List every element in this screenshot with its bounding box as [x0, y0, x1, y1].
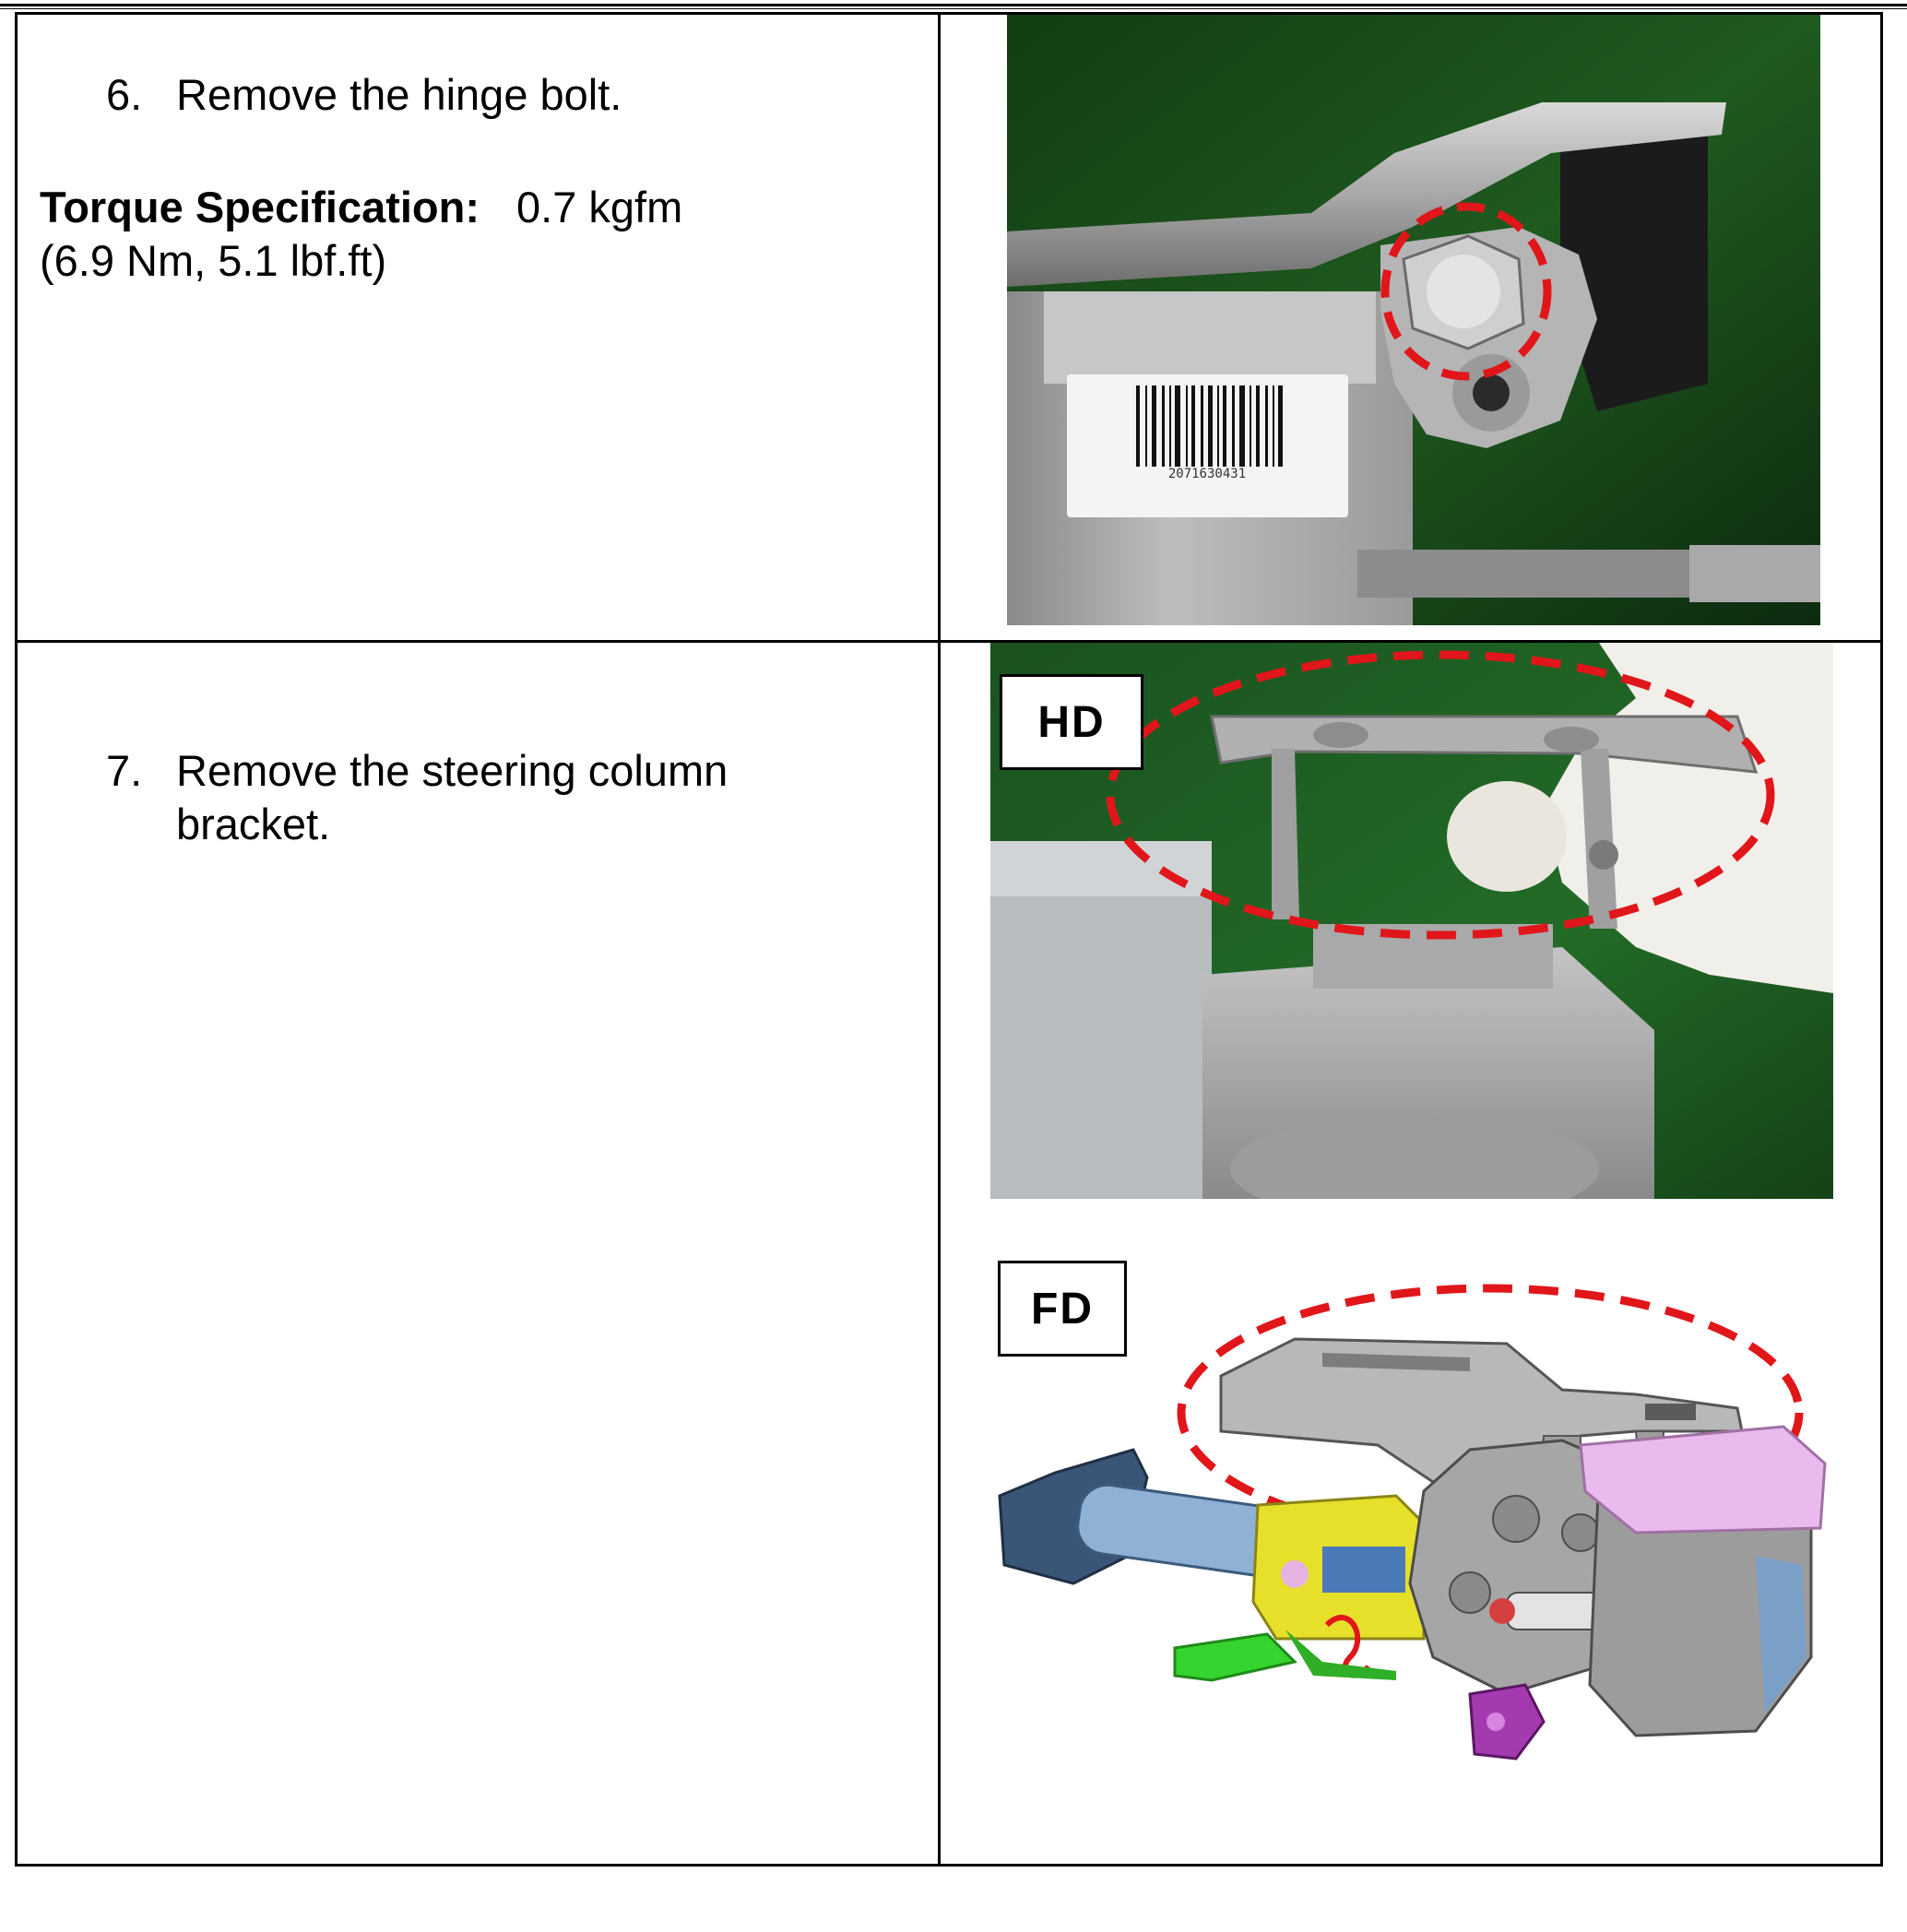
step-6-instruction: 6. Remove the hinge bolt. — [106, 68, 622, 122]
torque-label: Torque Specification: — [40, 183, 480, 231]
hinge-bolt-photo-graphic: 2071630431 — [1007, 15, 1820, 625]
fd-bracket-illustration-graphic — [998, 1284, 1827, 1760]
highlight-circle — [1380, 202, 1552, 381]
step-7-text-cell: 7. Remove the steering column bracket. — [15, 640, 941, 1867]
hd-bracket-photo: HD — [990, 643, 1833, 1199]
step-7-number: 7. — [106, 746, 143, 795]
torque-value: 0.7 kgfm — [516, 183, 683, 231]
step-7-image-cell: HD — [938, 640, 1883, 1867]
step-7-instruction: 7. Remove the steering column bracket. — [106, 744, 728, 851]
step-7-text-line1: Remove the steering column — [176, 746, 728, 795]
step-7-text-line2: bracket. — [176, 800, 331, 848]
top-rule — [0, 4, 1907, 6]
step-7-row: 7. Remove the steering column bracket. — [15, 640, 1883, 1867]
fd-bracket-illustration: FD — [990, 1251, 1833, 1842]
hd-label: HD — [1000, 674, 1143, 770]
hd-highlight-ellipse — [1106, 650, 1775, 940]
fd-highlight-ellipse — [1177, 1284, 1804, 1542]
step-6-row: 6. Remove the hinge bolt. Torque Specific… — [15, 12, 1883, 643]
step-6-image-cell: 2071630431 — [938, 12, 1883, 643]
torque-alt-units: (6.9 Nm, 5.1 lbf.ft) — [40, 236, 387, 285]
hinge-bolt-photo: 2071630431 — [1007, 15, 1820, 625]
step-7-text: Remove the steering column bracket. — [176, 744, 728, 851]
barcode-number: 2071630431 — [1168, 467, 1246, 481]
procedure-table: 6. Remove the hinge bolt. Torque Specific… — [15, 12, 1883, 1867]
step-6-text-cell: 6. Remove the hinge bolt. Torque Specific… — [15, 12, 941, 643]
step-6-number: 6. — [106, 70, 143, 119]
torque-specification: Torque Specification: 0.7 kgfm (6.9 Nm, 5… — [40, 181, 682, 288]
fd-label: FD — [998, 1261, 1127, 1357]
step-6-text: Remove the hinge bolt. — [176, 70, 622, 119]
barcode-icon — [1136, 385, 1283, 467]
top-rule-thin — [0, 8, 1907, 9]
